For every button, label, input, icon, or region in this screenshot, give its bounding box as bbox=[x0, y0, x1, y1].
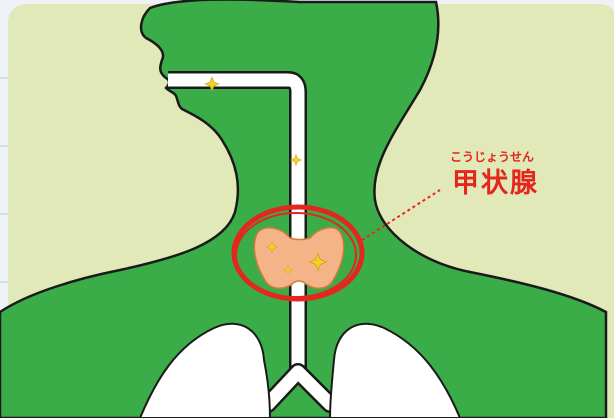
thyroid-label-ruby: こうじょうせん bbox=[450, 150, 534, 164]
thyroid-label: 甲状腺 bbox=[452, 168, 539, 199]
